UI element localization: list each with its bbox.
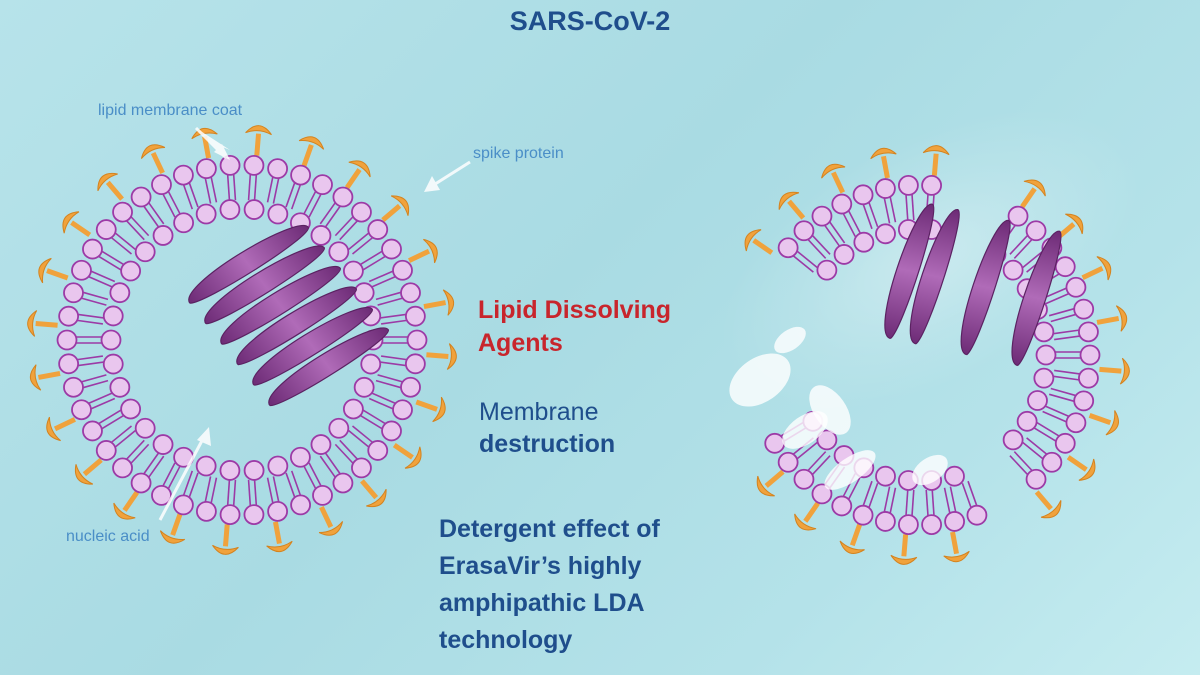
spike-protein-icon: [27, 310, 58, 337]
spike-protein-icon: [113, 490, 140, 520]
spike-protein-icon: [415, 396, 446, 423]
spike-protein-icon: [1099, 357, 1130, 385]
virus-disrupted-icon: [744, 145, 1130, 565]
spike-protein-icon: [381, 195, 410, 222]
detergent-effect-text: Detergent effect of ErasaVir’s highly am…: [439, 511, 660, 659]
spike-protein-icon: [756, 469, 785, 497]
rna-helix-icon: [188, 224, 389, 407]
spike-protein-icon: [62, 211, 92, 238]
spike-protein-icon: [408, 238, 438, 264]
label-spike-protein: spike protein: [473, 145, 564, 162]
pointer-arrow-icon: [158, 427, 211, 521]
lipid-agents-heading: Lipid Dissolving Agents: [478, 294, 671, 360]
agents-line-1: Lipid Dissolving: [478, 296, 672, 324]
membrane-destruction-text: Membrane destruction: [479, 396, 615, 460]
spike-protein-icon: [140, 144, 166, 174]
membrane-splash: [729, 326, 948, 490]
pointer-arrow-icon: [194, 126, 230, 160]
destruction-line-2: destruction: [479, 430, 616, 458]
label-nucleic-acid: nucleic acid: [66, 528, 150, 545]
spike-protein-icon: [839, 523, 865, 554]
spike-protein-icon: [870, 147, 897, 179]
spike-protein-icon: [423, 289, 455, 316]
spike-protein-icon: [794, 501, 820, 531]
virus-intact-icon: [27, 125, 457, 555]
detergent-line-3: amphipathic LDA: [439, 589, 645, 617]
spike-protein-icon: [360, 479, 387, 508]
spike-protein-icon: [97, 172, 124, 201]
rna-helix-icon: [884, 203, 1062, 367]
spike-protein-icon: [29, 364, 61, 391]
spike-protein-icon: [821, 163, 846, 194]
spike-protein-icon: [344, 160, 371, 190]
spike-protein-icon: [1096, 305, 1128, 332]
spike-protein-icon: [744, 229, 774, 255]
spike-protein-icon: [778, 191, 806, 220]
spike-protein-icon: [266, 521, 293, 553]
page-title: SARS-CoV-2: [509, 6, 671, 36]
spike-protein-icon: [38, 257, 69, 284]
detergent-line-4: technology: [439, 626, 573, 654]
spike-protein-icon: [318, 506, 344, 536]
spike-protein-icon: [1088, 410, 1119, 436]
spike-protein-icon: [74, 458, 103, 485]
spike-protein-icon: [890, 534, 918, 565]
destruction-line-1: Membrane: [479, 398, 599, 426]
spike-protein-icon: [426, 343, 457, 370]
spike-protein-icon: [212, 524, 239, 555]
spike-protein-icon: [943, 531, 970, 563]
detergent-line-1: Detergent effect of: [439, 515, 660, 543]
spike-protein-icon: [159, 513, 186, 544]
spike-protein-icon: [1034, 490, 1062, 519]
detergent-line-2: ErasaVir’s highly: [439, 552, 642, 580]
spike-protein-icon: [245, 125, 272, 156]
spike-protein-icon: [1020, 179, 1046, 209]
spike-protein-icon: [298, 136, 325, 167]
spike-protein-icon: [1066, 455, 1096, 481]
pointer-arrow-icon: [424, 160, 471, 192]
agents-line-2: Agents: [478, 329, 563, 357]
spike-protein-icon: [1081, 256, 1112, 281]
spike-protein-icon: [392, 442, 422, 469]
spike-protein-icon: [46, 416, 76, 442]
spike-protein-icon: [922, 145, 950, 176]
label-lipid-membrane: lipid membrane coat: [98, 102, 243, 119]
